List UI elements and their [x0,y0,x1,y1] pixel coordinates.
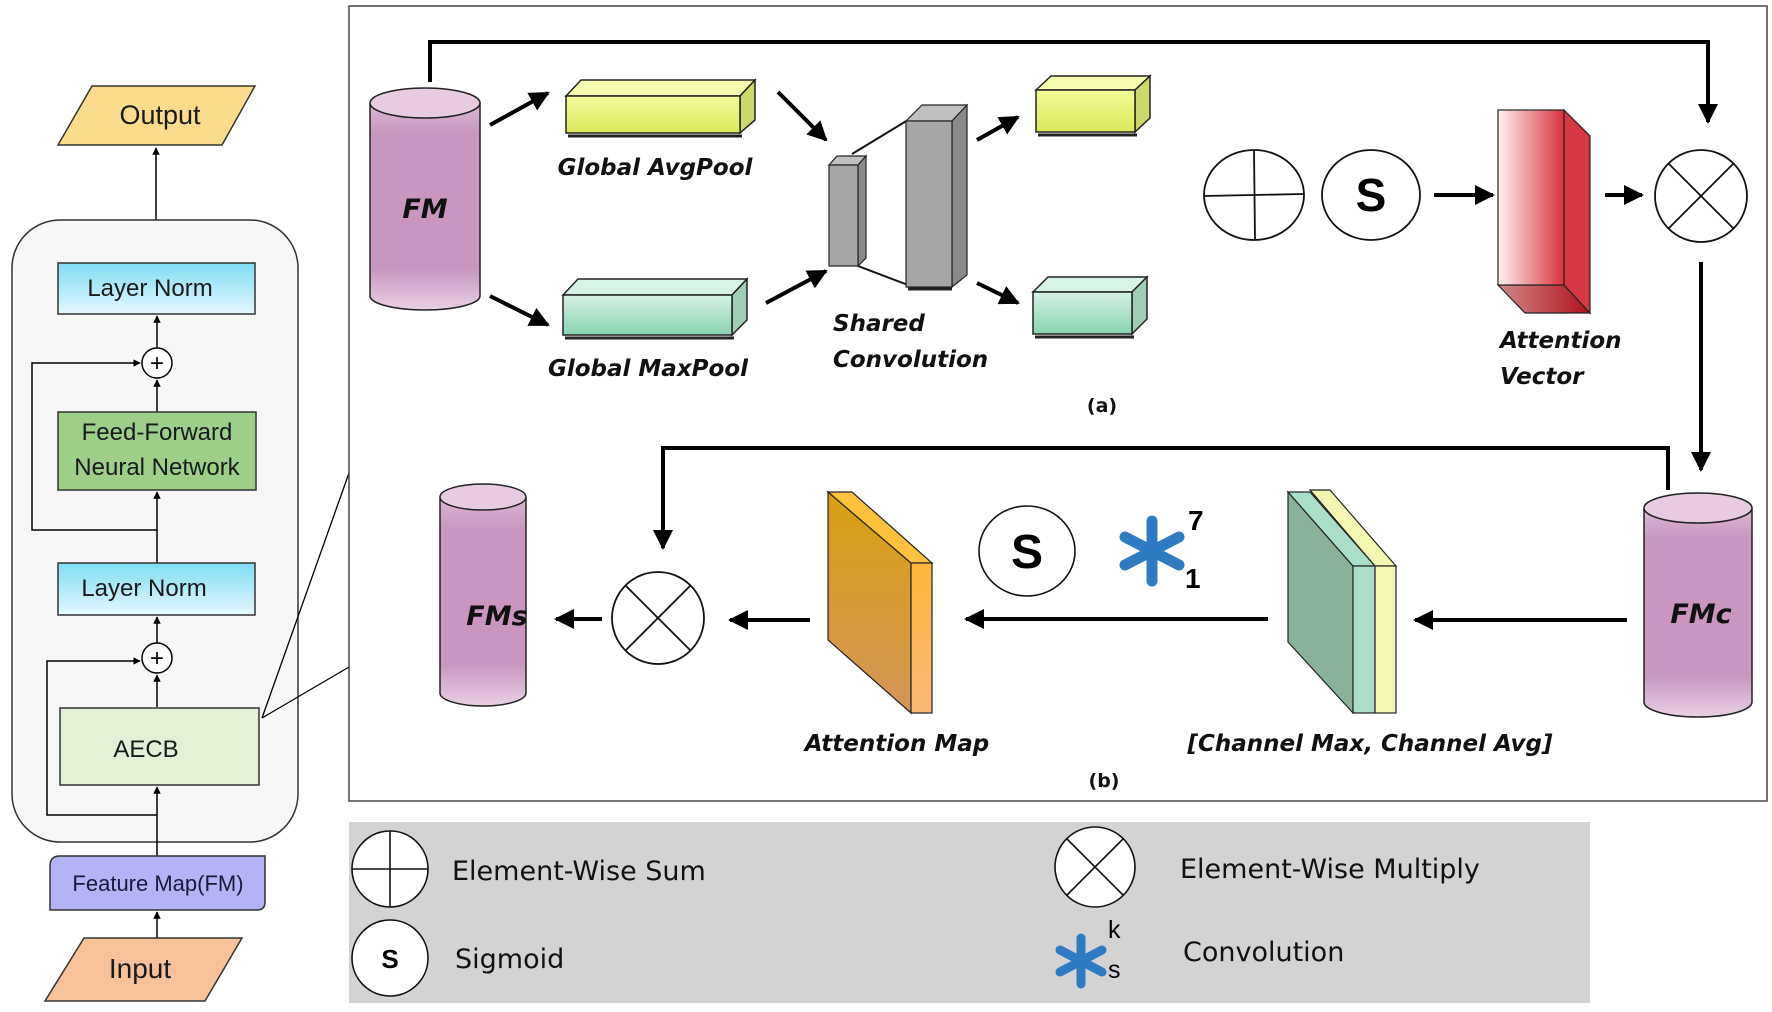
plus-icon: + [150,645,164,672]
sigmoid-op-a: S [1321,149,1421,241]
shared-conv-label-line2: Convolution [833,347,988,373]
channel-pool-label: [Channel Max, Channel Avg] [1186,731,1553,757]
fmc-cylinder: FMc [1643,492,1753,718]
input-label: Input [109,953,171,984]
fm-label: FM [402,194,447,225]
sigmoid-symbol: S [381,944,398,974]
input-node: Input [43,937,244,1002]
ffn-label-line1: Feed-Forward [82,419,233,446]
attention-map-block [826,490,934,715]
legend-label-convolution: Convolution [1183,937,1344,968]
element-wise-multiply-op-a [1654,149,1748,243]
ffn-label-line2: Neural Network [74,454,240,481]
residual-add-bottom: + [141,642,173,674]
feed-forward-network: Feed-Forward Neural Network [57,411,257,491]
legend-label-sum: Element-Wise Sum [452,856,706,887]
residual-skip-top [31,359,157,531]
left-panel-transformer-block: Output Layer Norm + Feed-Forward Neural … [11,85,350,1002]
maxpool-label: Global MaxPool [548,356,749,382]
shared-convolution-block [827,103,969,291]
panel-b-caption: (b) [1089,770,1120,792]
arrow-fm-to-avgpool [489,91,550,127]
residual-add-top: + [141,347,173,379]
fms-cylinder: FMs [439,483,528,707]
legend: Element-Wise Sum Element-Wise Multiply S… [349,822,1590,1003]
legend-label-sigmoid: Sigmoid [455,944,564,975]
convolution-op: 7 1 [1119,505,1204,594]
attention-vector-label-line1: Attention [1498,328,1622,354]
fmc-label: FMc [1670,599,1731,630]
layer-norm-bottom-label: Layer Norm [81,575,206,602]
aecb-block: AECB [59,707,260,786]
global-maxpool-block [561,277,749,340]
conv-stride: 1 [1185,563,1201,594]
output-node: Output [56,85,257,146]
attention-vector-block [1496,108,1592,315]
avgpool-label: Global AvgPool [558,155,754,181]
legend-item-convolution: k s Convolution [1055,916,1344,989]
conv-kernel-size: 7 [1188,505,1204,536]
channel-pool-block [1286,489,1398,715]
element-wise-multiply-op-b [611,571,705,665]
convolution-icon [1119,515,1185,587]
feature-map-node: Feature Map(FM) [49,855,266,911]
attention-vector-label-line2: Vector [1500,364,1585,390]
arrow-conv-to-max-out [976,281,1020,305]
aecb-label: AECB [113,736,178,763]
layer-norm-bottom: Layer Norm [57,562,256,616]
max-branch-output [1031,275,1149,339]
element-wise-sum-icon [351,830,429,908]
legend-item-multiply: Element-Wise Multiply [1054,826,1480,908]
global-avgpool-block [564,78,757,138]
legend-item-sigmoid: S Sigmoid [351,919,564,997]
sigmoid-op-b: S [978,505,1076,597]
arrow-avgpool-to-conv [776,90,828,142]
attention-map-label: Attention Map [803,731,989,757]
arrow-fm-to-maxpool [489,294,550,327]
feature-map-label: Feature Map(FM) [72,871,243,896]
fm-cylinder: FM [369,87,481,311]
panel-b-spatial-attention: FMc [Channel Max, Channel Avg] S 7 [439,446,1753,792]
panel-a-caption: (a) [1087,395,1117,417]
avg-branch-output [1034,74,1152,137]
conv-stride-sub: s [1108,956,1121,984]
plus-icon: + [150,350,164,377]
shared-conv-label-line1: Shared [833,311,925,337]
block-container [11,219,299,843]
output-label: Output [119,100,201,130]
legend-label-multiply: Element-Wise Multiply [1180,854,1480,885]
arrow-maxpool-to-conv [765,269,828,305]
layer-norm-top: Layer Norm [57,262,256,315]
element-wise-sum-op [1203,149,1305,241]
conv-kernel-sup: k [1108,916,1121,944]
arrow-conv-to-avg-out [976,115,1020,142]
legend-background [349,822,1590,1003]
sigmoid-icon: S [351,919,429,997]
panel-a-channel-attention: FM Global AvgPool Global MaxPool [369,40,1748,472]
legend-item-sum: Element-Wise Sum [351,830,706,908]
fmc-skip-connection [653,446,1670,550]
sigmoid-symbol: S [1011,526,1043,579]
sigmoid-symbol: S [1356,169,1387,221]
fm-skip-connection [428,40,1718,124]
layer-norm-top-label: Layer Norm [87,275,212,302]
zoom-line-bottom [261,666,350,719]
element-wise-multiply-icon [1054,826,1136,908]
convolution-icon [1055,933,1107,989]
zoom-line-top [261,472,350,719]
fms-label: FMs [466,601,527,632]
residual-skip-bottom [46,657,157,816]
